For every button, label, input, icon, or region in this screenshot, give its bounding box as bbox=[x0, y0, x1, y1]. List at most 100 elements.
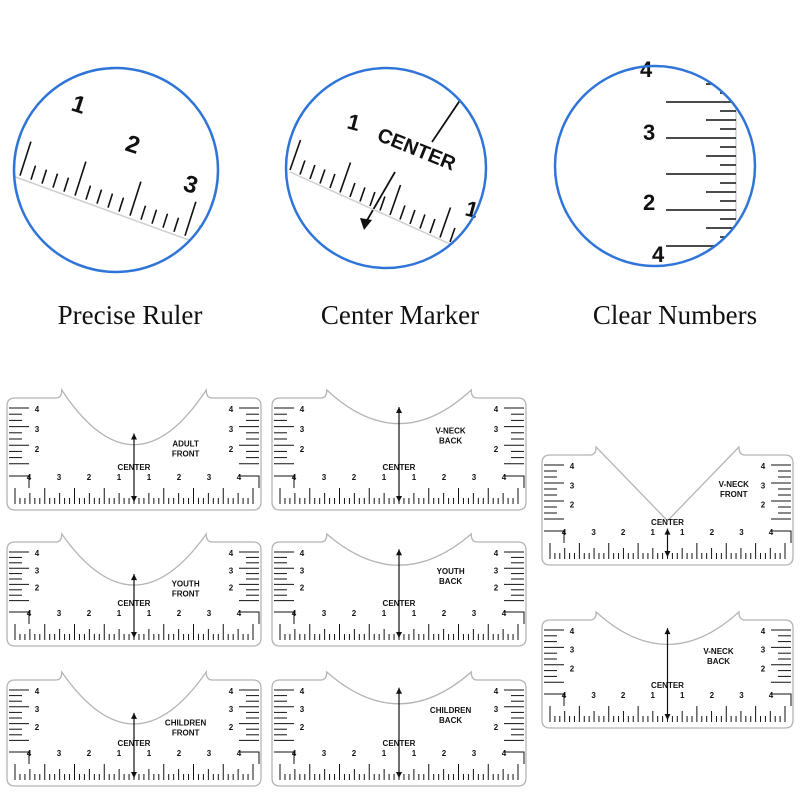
scale-number: 3 bbox=[57, 473, 62, 482]
center-label: CENTER bbox=[383, 739, 416, 748]
scale-number: 2 bbox=[442, 609, 447, 618]
scale-number: 4 bbox=[769, 691, 774, 700]
scale-number: 4 bbox=[35, 549, 40, 558]
scale-number: 3 bbox=[591, 691, 596, 700]
scale-number: 4 bbox=[502, 609, 507, 618]
scale-number: 2 bbox=[710, 528, 715, 537]
scale-number: 2 bbox=[761, 664, 766, 673]
scale-number: 2 bbox=[710, 691, 715, 700]
scale-number: 1 bbox=[650, 528, 655, 537]
center-label: CENTER bbox=[383, 463, 416, 472]
scale-number: 3 bbox=[207, 473, 212, 482]
scale-number: 1 bbox=[382, 749, 387, 758]
scale-number: 2 bbox=[35, 584, 40, 593]
scale-number: 1 bbox=[382, 473, 387, 482]
size-label: YOUTH bbox=[437, 567, 465, 576]
scale-number: 2 bbox=[494, 723, 499, 732]
center-label: CENTER bbox=[651, 681, 684, 690]
scale-number: 3 bbox=[207, 609, 212, 618]
caption-clear-numbers: Clear Numbers bbox=[592, 300, 758, 330]
center-label: CENTER bbox=[118, 463, 151, 472]
scale-number: 2 bbox=[229, 445, 234, 454]
size-label: V-NECK bbox=[703, 647, 733, 656]
scale-number: 1 bbox=[147, 749, 152, 758]
scale-number: 4 bbox=[570, 462, 575, 471]
scale-number: 4 bbox=[769, 528, 774, 537]
center-label: CENTER bbox=[651, 518, 684, 527]
scale-number: 3 bbox=[739, 691, 744, 700]
scale-number: 1 bbox=[147, 609, 152, 618]
caption-precise-ruler: Precise Ruler bbox=[57, 300, 203, 330]
center-label: CENTER bbox=[118, 739, 151, 748]
scale-number: 4 bbox=[570, 627, 575, 636]
scale-number: 3 bbox=[57, 609, 62, 618]
scale-number: 4 bbox=[229, 687, 234, 696]
scale-number: 2 bbox=[761, 501, 766, 510]
scale-number: 3 bbox=[35, 425, 40, 434]
scale-number: 4 bbox=[237, 749, 242, 758]
scale-number: 3 bbox=[207, 749, 212, 758]
scale-number: 2 bbox=[570, 664, 575, 673]
scale-number: 4 bbox=[229, 405, 234, 414]
size-label: CHILDREN bbox=[430, 706, 472, 715]
scale-number: 1 bbox=[117, 609, 122, 618]
size-label: FRONT bbox=[172, 729, 200, 738]
scale-number: 4 bbox=[300, 549, 305, 558]
scale-number: 4 bbox=[35, 687, 40, 696]
size-label: BACK bbox=[439, 577, 462, 586]
scale-number: 3 bbox=[472, 473, 477, 482]
scale-number: 3 bbox=[494, 566, 499, 575]
size-label: BACK bbox=[439, 716, 462, 725]
size-label: CHILDREN bbox=[165, 719, 207, 728]
scale-number: 3 bbox=[570, 646, 575, 655]
scale-number: 2 bbox=[229, 723, 234, 732]
scale-number: 1 bbox=[412, 749, 417, 758]
zoom-circle-clear-numbers: 4 3 2 4 bbox=[553, 57, 757, 268]
size-label: BACK bbox=[707, 657, 730, 666]
scale-number: 1 bbox=[412, 473, 417, 482]
scale-number: 2 bbox=[229, 584, 234, 593]
scale-number: 3 bbox=[472, 609, 477, 618]
zoom-circle-center-marker: 1 CENTER 1 bbox=[284, 66, 488, 270]
scale-number: 4 bbox=[761, 462, 766, 471]
scale-number: 4 bbox=[35, 405, 40, 414]
scale-number: 3 bbox=[322, 609, 327, 618]
scale-number: 1 bbox=[680, 691, 685, 700]
scale-number: 2 bbox=[300, 584, 305, 593]
scale-number: 2 bbox=[442, 473, 447, 482]
scale-number: 1 bbox=[117, 749, 122, 758]
center-label: CENTER bbox=[118, 599, 151, 608]
scale-number: 4 bbox=[494, 687, 499, 696]
scale-number: 3 bbox=[761, 646, 766, 655]
scale-number: 1 bbox=[147, 473, 152, 482]
scale-number: 3 bbox=[494, 425, 499, 434]
scale-number: 2 bbox=[352, 473, 357, 482]
scale-number: 4 bbox=[502, 473, 507, 482]
scale-number: 3 bbox=[472, 749, 477, 758]
size-label: ADULT bbox=[172, 440, 199, 449]
scale-number: 3 bbox=[322, 749, 327, 758]
size-label: FRONT bbox=[172, 450, 200, 459]
center-label: CENTER bbox=[383, 599, 416, 608]
size-label: FRONT bbox=[720, 490, 748, 499]
scale-number: 4 bbox=[494, 549, 499, 558]
scale-number: 3 bbox=[35, 566, 40, 575]
scale-number: 3 bbox=[229, 705, 234, 714]
scale-number: 1 bbox=[412, 609, 417, 618]
scale-number: 2 bbox=[177, 473, 182, 482]
scale-number: 1 bbox=[650, 691, 655, 700]
scale-number: 4 bbox=[300, 687, 305, 696]
scale-number: 2 bbox=[87, 609, 92, 618]
scale-number: 3 bbox=[322, 473, 327, 482]
ruler-number: 4 bbox=[652, 242, 665, 267]
scale-number: 2 bbox=[35, 445, 40, 454]
scale-number: 3 bbox=[229, 425, 234, 434]
